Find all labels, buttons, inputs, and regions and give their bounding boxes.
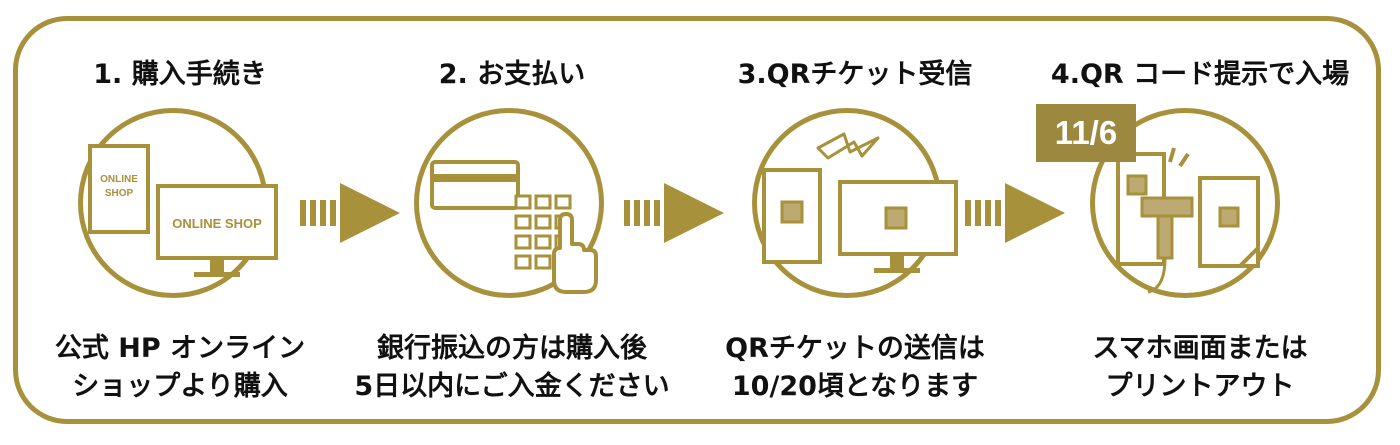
step-description: スマホ画面または プリントアウト	[1040, 330, 1360, 406]
card-keypad-icon	[430, 160, 598, 294]
step-payment: 2. お支払い 銀行振込の方は購入後 5日以内にご入金ください	[352, 0, 672, 445]
desc-line-2: プリントアウト	[1105, 371, 1295, 402]
phone-print-icon	[1116, 147, 1260, 294]
step-description: 公式 HP オンライン ショップより購入	[20, 330, 340, 406]
desc-line-2: ショップより購入	[72, 371, 288, 402]
desc-line-1: 公式 HP オンライン	[54, 333, 306, 364]
date-badge: 11/6	[1036, 104, 1136, 162]
step-description: QRチケットの送信は 10/20頃となります	[695, 330, 1015, 406]
desc-line-1: スマホ画面または	[1092, 333, 1308, 364]
arrow-icon	[965, 183, 1065, 243]
step-description: 銀行振込の方は購入後 5日以内にご入金ください	[352, 330, 672, 406]
step-title: 3.QRチケット受信	[737, 59, 973, 90]
desc-line-1: 銀行振込の方は購入後	[377, 333, 647, 364]
desc-line-2: 10/20頃となります	[731, 371, 979, 402]
flow-frame	[13, 16, 1381, 424]
desc-line-2: 5日以内にご入金ください	[354, 371, 670, 402]
small-shop-label-2: SHOP	[105, 188, 134, 199]
arrow-icon	[624, 183, 724, 243]
qr-devices-icon	[762, 132, 958, 273]
step-qr-receive: 3.QRチケット受信 QRチケットの送信は 10/20頃となります	[695, 0, 1015, 445]
step-title: 1. 購入手続き	[93, 59, 267, 90]
large-shop-label: ONLINE SHOP	[172, 216, 262, 231]
step-entry: 4.QR コード提示で入場 スマホ画面または プリントアウト	[1040, 0, 1360, 445]
step-purchase: 1. 購入手続き 公式 HP オンライン ショップより購入	[20, 0, 340, 445]
arrow-icon	[300, 183, 400, 243]
small-shop-label-1: ONLINE	[100, 174, 138, 185]
step-title: 4.QR コード提示で入場	[1050, 59, 1350, 90]
step-title: 2. お支払い	[438, 59, 586, 90]
desc-line-1: QRチケットの送信は	[725, 333, 985, 364]
online-shop-icon: ONLINE SHOP ONLINE SHOP	[88, 144, 278, 277]
